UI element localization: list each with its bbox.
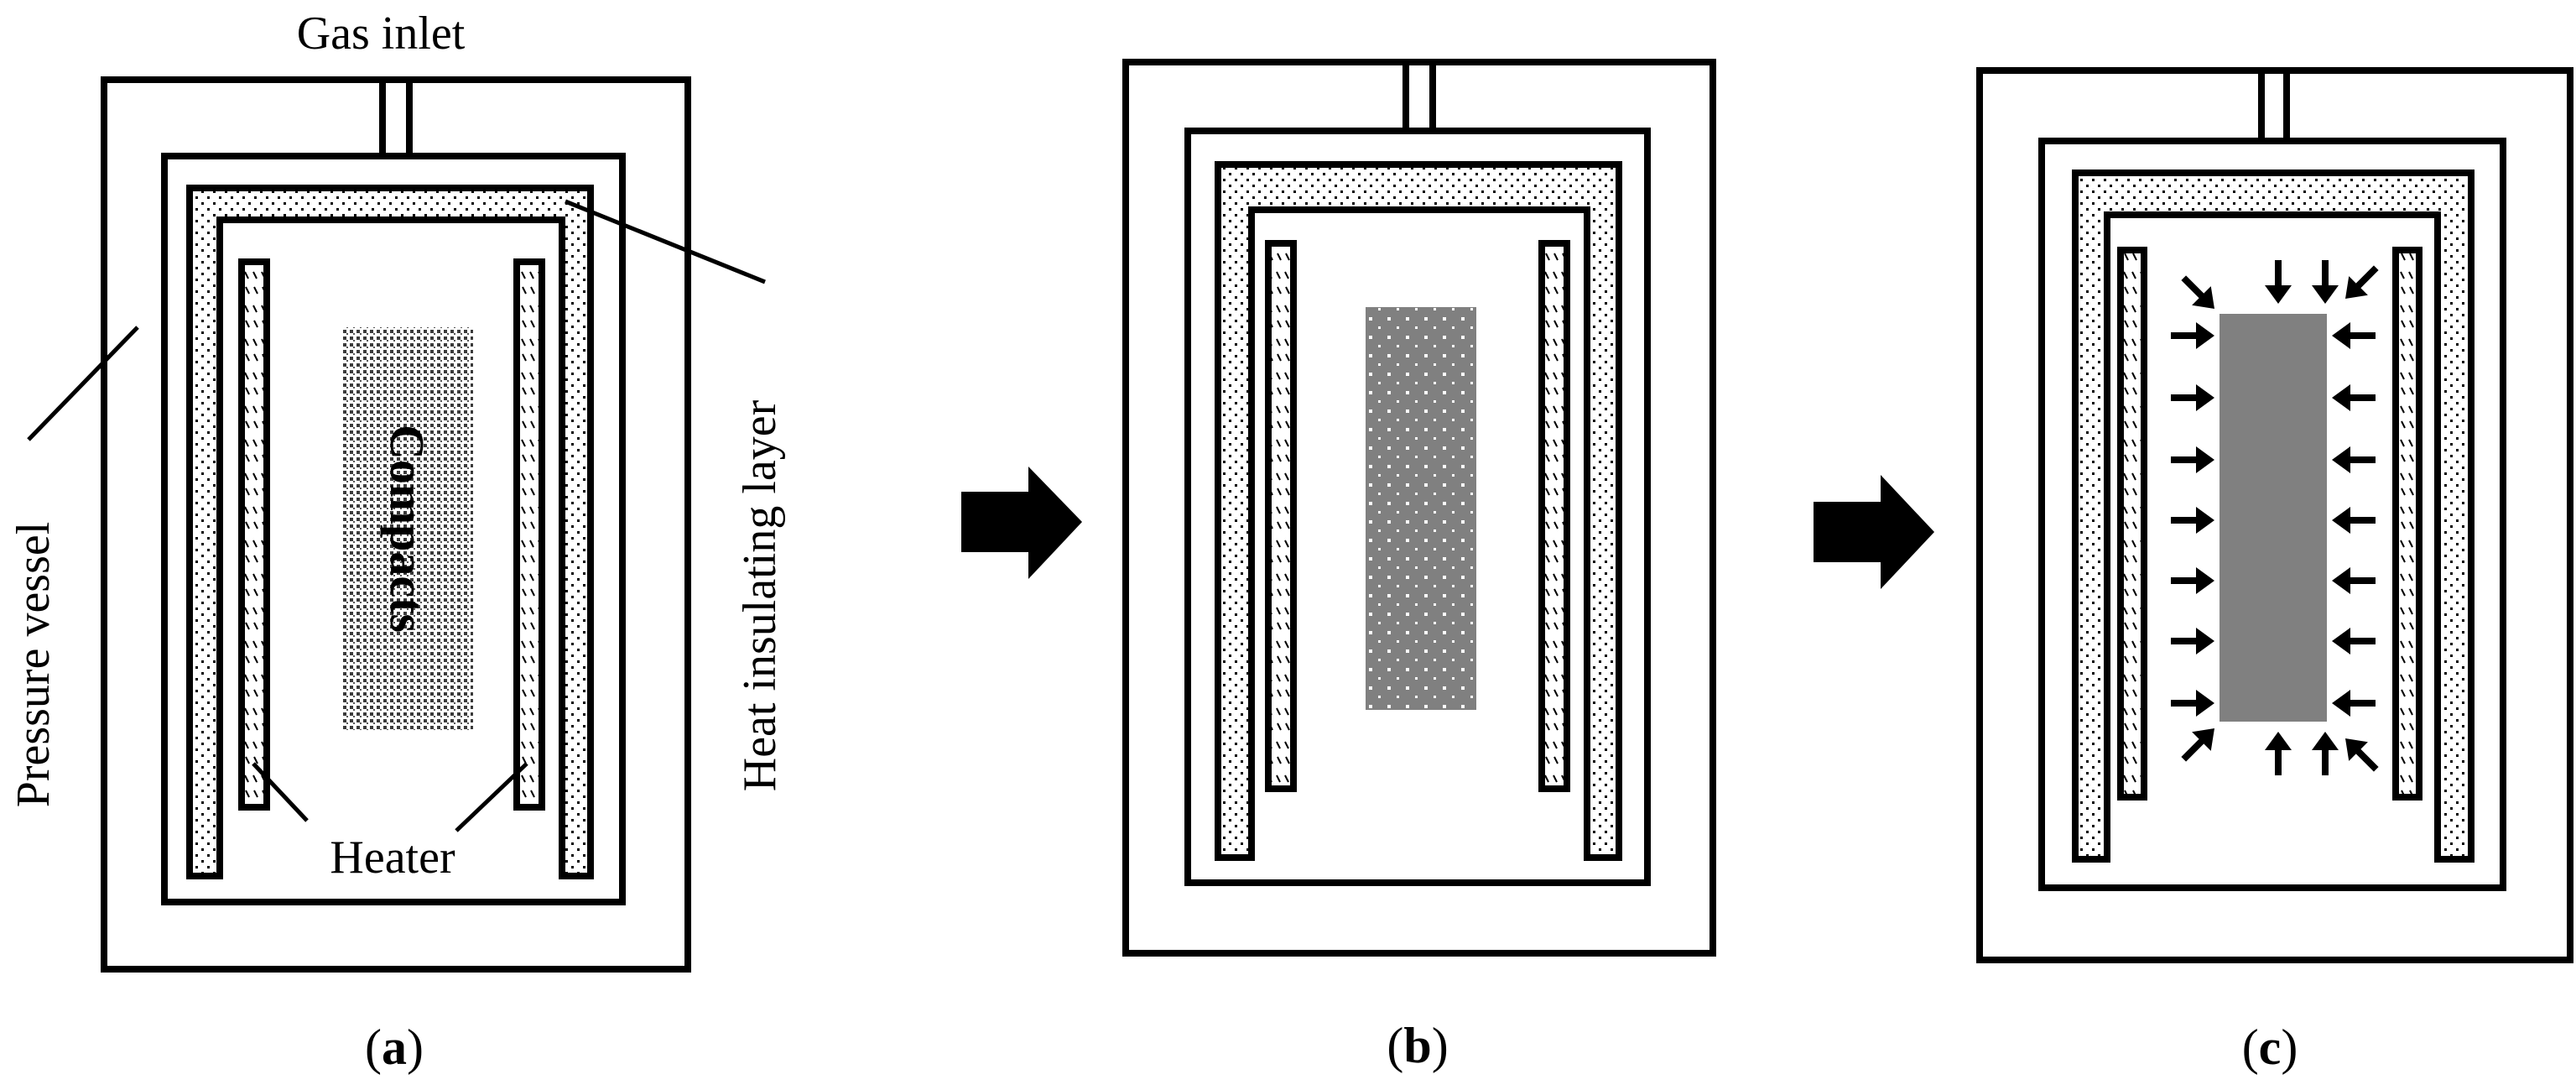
pressure-arrow-icon xyxy=(2171,384,2214,411)
heat-insulating-layer-label: Heat insulating layer xyxy=(734,399,786,791)
gas-inlet-pipe xyxy=(2258,70,2290,141)
pressure-arrow-icon xyxy=(2332,628,2376,655)
heater-leader-left xyxy=(252,762,309,822)
panel-c: (c) xyxy=(1976,67,2573,1075)
sintered-part xyxy=(2220,314,2327,722)
heater-label: Heater xyxy=(330,832,455,884)
pressure-arrow-icon xyxy=(2332,567,2376,594)
caption-a: (a) xyxy=(365,1020,424,1075)
pressure-vessel-leader xyxy=(27,326,139,441)
panel-a: Compacts Gas inlet Pressure vessel Heat … xyxy=(8,8,786,1075)
caption-b: (b) xyxy=(1387,1018,1448,1073)
heating-compacts xyxy=(1366,307,1476,710)
pressure-arrow-icon xyxy=(2332,384,2376,411)
pressure-arrow-icon xyxy=(2171,628,2214,655)
pressure-arrow-icon xyxy=(2181,275,2214,309)
isostatic-pressure-arrows xyxy=(2171,260,2379,775)
pressure-arrow-icon xyxy=(2171,507,2214,534)
pressure-arrow-icon xyxy=(2345,265,2379,299)
heater-right xyxy=(1538,240,1570,792)
heater-leader-right xyxy=(455,762,528,832)
pressure-vessel xyxy=(101,76,691,973)
furnace-casing xyxy=(161,153,626,905)
heat-insulating-layer xyxy=(186,185,594,879)
heater-right xyxy=(2392,247,2422,801)
caption-c: (c) xyxy=(2242,1020,2298,1075)
pressure-arrow-icon xyxy=(2171,446,2214,473)
pressure-arrow-icon xyxy=(2171,567,2214,594)
pressure-arrow-icon xyxy=(2332,446,2376,473)
pressure-arrow-icon xyxy=(2265,732,2292,775)
pressure-arrow-icon xyxy=(2171,690,2214,717)
pressure-arrow-icon xyxy=(2265,260,2292,304)
pressure-arrow-icon xyxy=(2171,322,2214,349)
gas-inlet-pipe xyxy=(379,80,413,156)
pressure-arrow-icon xyxy=(2332,322,2376,349)
pressure-arrow-icon xyxy=(2312,260,2339,304)
furnace-casing xyxy=(2038,138,2506,891)
heater-right xyxy=(513,258,545,811)
heater-left xyxy=(1265,240,1297,792)
compacts-label: Compacts xyxy=(380,425,435,633)
pressure-arrow-icon xyxy=(2332,690,2376,717)
pressure-vessel xyxy=(1122,59,1716,957)
process-arrow-icon xyxy=(1814,475,1934,589)
furnace-casing xyxy=(1184,128,1651,886)
pressure-vessel-label: Pressure vessel xyxy=(8,522,60,808)
heat-insulating-layer xyxy=(1215,161,1622,861)
pressure-arrow-icon xyxy=(2312,732,2339,775)
pressure-arrow-icon xyxy=(2332,507,2376,534)
pressure-arrow-icon xyxy=(2345,738,2379,772)
pressure-arrow-icon xyxy=(2181,728,2214,762)
heater-left xyxy=(2117,247,2147,801)
compacts xyxy=(342,327,473,730)
heat-insulating-layer xyxy=(2072,169,2475,863)
process-arrow-icon xyxy=(961,467,1082,579)
pressure-vessel xyxy=(1976,67,2573,963)
gas-inlet-pipe xyxy=(1402,62,1436,131)
heater-left xyxy=(238,258,270,811)
heat-insulating-layer-leader xyxy=(565,199,766,284)
panel-b: (b) xyxy=(1122,59,1716,1073)
gas-inlet-label: Gas inlet xyxy=(297,8,466,60)
